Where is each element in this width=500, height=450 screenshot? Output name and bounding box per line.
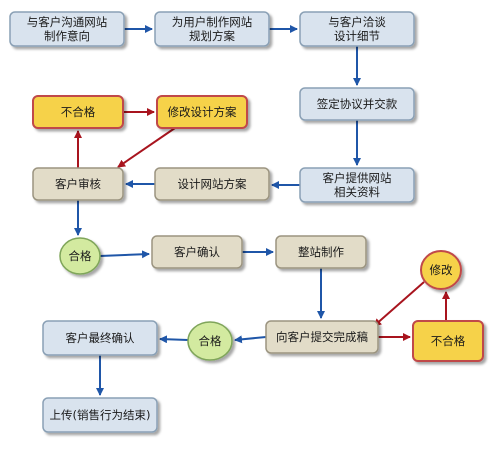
- node-label-n3-line-1: 设计细节: [334, 29, 380, 43]
- node-label-n17-line-0: 客户最终确认: [66, 331, 135, 345]
- node-label-n18-line-0: 上传(销售行为结束): [50, 408, 151, 422]
- node-n13: 向客户提交完成稿: [265, 320, 379, 354]
- node-label-n1-line-1: 制作意向: [44, 29, 90, 43]
- node-shape-n8: [32, 95, 124, 129]
- node-shape-n4: [299, 87, 415, 121]
- node-n14: 不合格: [412, 320, 484, 362]
- node-label-n7-line-0: 客户审核: [55, 177, 101, 191]
- node-label-n2-line-1: 规划方案: [189, 29, 235, 43]
- node-shape-n9: [156, 95, 248, 129]
- node-shape-n6: [154, 167, 270, 201]
- node-shape-n17: [42, 320, 158, 356]
- node-shape-n2: [154, 11, 270, 47]
- node-label-n12-line-0: 整站制作: [298, 245, 344, 259]
- nodes-layer: 与客户沟通网站制作意向为用户制作网站规划方案与客户洽谈设计细节签定协议并交款客户…: [9, 11, 484, 433]
- node-n4: 签定协议并交款: [299, 87, 415, 121]
- node-label-n1-line-0: 与客户沟通网站: [27, 15, 108, 29]
- node-shape-n18: [42, 397, 158, 433]
- node-n15: 修改: [420, 250, 462, 290]
- node-n12: 整站制作: [275, 235, 367, 269]
- arrow-n15-to-n13: [373, 281, 425, 327]
- arrow-n16-to-n17: [159, 335, 189, 344]
- arrow-n13-to-n16: [234, 335, 267, 344]
- node-n7: 客户审核: [32, 167, 124, 201]
- node-label-n11-line-0: 客户确认: [174, 245, 220, 259]
- node-n17: 客户最终确认: [42, 320, 158, 356]
- node-shape-n3: [299, 11, 415, 47]
- node-label-n4-line-0: 签定协议并交款: [317, 97, 398, 111]
- node-label-n10-line-0: 合格: [69, 249, 92, 263]
- arrow-n10-to-n11: [99, 250, 150, 259]
- node-label-n9-line-0: 修改设计方案: [168, 105, 237, 119]
- node-n9: 修改设计方案: [156, 95, 248, 129]
- node-shape-n10: [59, 237, 101, 275]
- edges-layer: [74, 25, 450, 396]
- node-n8: 不合格: [32, 95, 124, 129]
- node-label-n6-line-0: 设计网站方案: [178, 177, 247, 191]
- node-label-n5-line-0: 客户提供网站: [323, 171, 392, 185]
- node-label-n8-line-0: 不合格: [61, 105, 96, 119]
- node-label-n16-line-0: 合格: [199, 334, 222, 348]
- node-label-n2-line-0: 为用户制作网站: [172, 15, 253, 29]
- node-shape-n7: [32, 167, 124, 201]
- node-n6: 设计网站方案: [154, 167, 270, 201]
- node-n11: 客户确认: [151, 235, 243, 269]
- node-shape-n14: [412, 320, 484, 362]
- arrow-n9-to-n7: [117, 127, 176, 168]
- node-n16: 合格: [187, 321, 233, 361]
- node-label-n14-line-0: 不合格: [431, 334, 466, 348]
- node-shape-n15: [420, 250, 462, 290]
- node-n10: 合格: [59, 237, 101, 275]
- node-shape-n16: [187, 321, 233, 361]
- node-n18: 上传(销售行为结束): [42, 397, 158, 433]
- node-shape-n13: [265, 320, 379, 354]
- node-shape-n11: [151, 235, 243, 269]
- node-shape-n5: [299, 167, 415, 203]
- node-shape-n1: [9, 11, 125, 47]
- node-label-n15-line-0: 修改: [430, 263, 453, 277]
- node-label-n3-line-0: 与客户洽谈: [328, 15, 386, 29]
- node-label-n5-line-1: 相关资料: [334, 185, 380, 199]
- node-shape-n12: [275, 235, 367, 269]
- node-label-n13-line-0: 向客户提交完成稿: [276, 330, 368, 344]
